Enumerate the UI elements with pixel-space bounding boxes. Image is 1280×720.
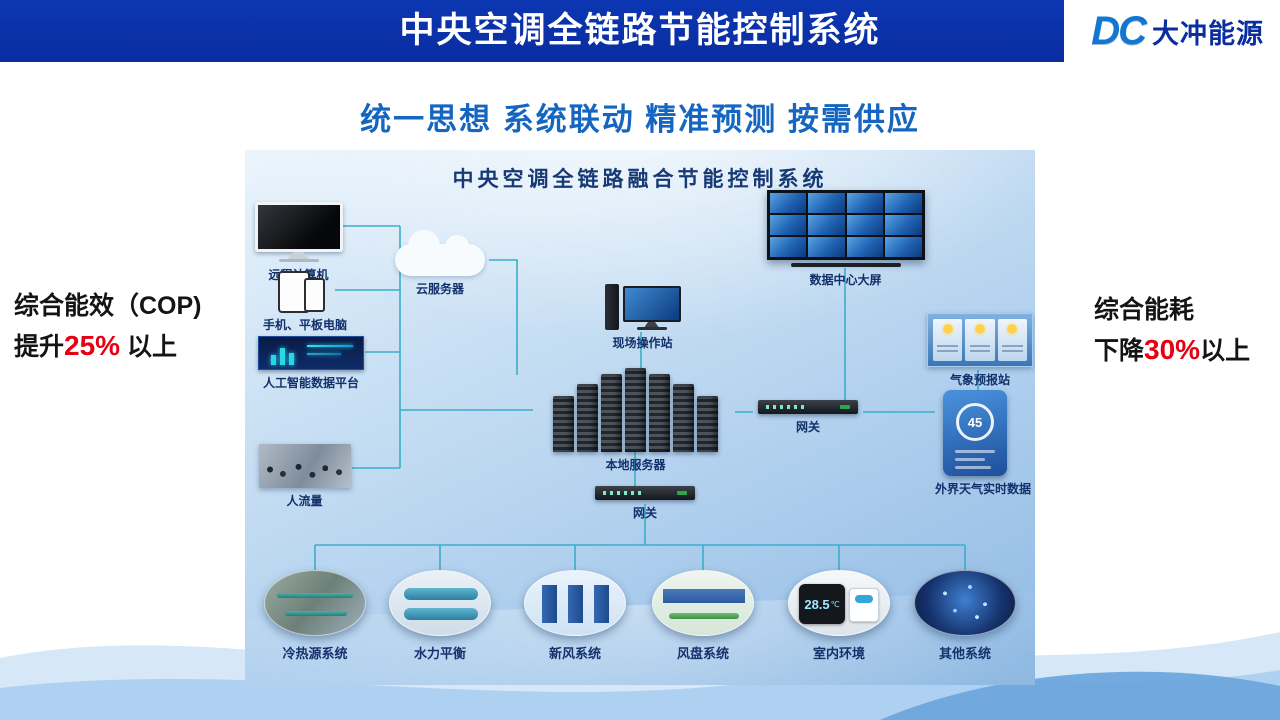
subsystem-label: 室内环境 xyxy=(812,646,865,661)
node-label: 人工智能数据平台 xyxy=(262,376,359,390)
indoor-temp-value: 28.5 xyxy=(804,596,830,612)
node-people-flow: 人流量 xyxy=(257,444,352,509)
node-label: 外界天气实时数据 xyxy=(935,482,1032,496)
server-cluster-icon xyxy=(533,368,738,452)
pc-tower-icon xyxy=(604,284,619,330)
node-cloud-server: 云服务器 xyxy=(390,230,490,297)
node-label: 本地服务器 xyxy=(605,458,666,472)
hydraulic-balance-icon xyxy=(389,570,491,636)
node-label: 气象预报站 xyxy=(949,373,1010,387)
subsystem-label: 水力平衡 xyxy=(413,646,466,661)
subsystem-label: 冷热源系统 xyxy=(282,646,348,661)
subsystem-label: 其他系统 xyxy=(938,646,991,661)
cloud-icon xyxy=(395,230,485,276)
page-title: 中央空调全链路节能控制系统 xyxy=(399,11,881,50)
node-label: 人流量 xyxy=(286,494,323,508)
stat-energy-title: 综合能耗 xyxy=(1094,296,1195,324)
gateway-icon xyxy=(758,400,858,414)
node-field-station: 现场操作站 xyxy=(595,278,690,351)
stat-energy-value: 30% xyxy=(1144,334,1201,365)
weather-app-icon: 45 xyxy=(943,390,1007,476)
node-label: 现场操作站 xyxy=(612,336,673,350)
subsystem-fresh-air: 新风系统 xyxy=(524,570,626,662)
stat-cop: 综合能效（COP) 提升25% 以上 xyxy=(14,286,202,367)
video-wall-icon xyxy=(766,190,925,260)
subsystem-label: 新风系统 xyxy=(548,646,601,661)
stat-energy: 综合能耗 下降30%以上 xyxy=(1094,290,1250,371)
stat-cop-title: 综合能效（COP) xyxy=(14,292,202,320)
display-panel-icon xyxy=(849,588,879,622)
monitor-base-icon xyxy=(278,259,319,262)
heat-source-icon xyxy=(264,570,366,636)
thermostat-icon: 28.5 ℃ xyxy=(788,570,890,636)
video-wall-base-icon xyxy=(790,263,901,267)
workstation-icon xyxy=(595,278,690,330)
stat-cop-value: 25% xyxy=(64,330,121,361)
logo-company-name: 大冲能源 xyxy=(1152,18,1264,49)
subsystem-other: 其他系统 xyxy=(914,570,1016,662)
fresh-air-icon xyxy=(524,570,626,636)
architecture-diagram: 中央空调全链路融合节能控制系统 远程计算机 手机、平板电脑 云服务器 现场操作站 xyxy=(245,150,1035,685)
phone-icon xyxy=(303,278,325,312)
weather-gauge: 45 xyxy=(956,403,994,441)
node-datacenter-screen: 数据中心大屏 xyxy=(763,190,928,288)
header-bar xyxy=(0,0,1064,62)
node-label: 网关 xyxy=(795,420,820,434)
stat-energy-value-line: 下降30%以上 xyxy=(1094,334,1251,365)
node-gateway-right: 网关 xyxy=(753,400,863,435)
subsystem-indoor-env: 28.5 ℃ 室内环境 xyxy=(788,570,890,662)
monitor-stand-icon xyxy=(287,252,310,259)
logo-dc-icon: DC xyxy=(1091,8,1147,53)
node-ai-platform: 人工智能数据平台 xyxy=(257,336,365,391)
connector-lines xyxy=(314,225,979,570)
indoor-temp-unit: ℃ xyxy=(830,599,840,609)
diagram-title: 中央空调全链路融合节能控制系统 xyxy=(452,168,828,191)
node-gateway-bottom: 网关 xyxy=(590,486,700,521)
mobile-tablet-icon xyxy=(272,270,330,313)
network-globe-icon xyxy=(914,570,1016,636)
subsystem-heat-source: 冷热源系统 xyxy=(264,570,366,662)
slide-subtitle: 统一思想 系统联动 精准预测 按需供应 xyxy=(360,102,920,137)
weather-station-icon xyxy=(927,313,1033,367)
ai-dashboard-icon xyxy=(258,336,364,370)
fan-coil-icon xyxy=(652,570,754,636)
subsystem-hydraulic-balance: 水力平衡 xyxy=(389,570,491,662)
node-weather-data: 45 外界天气实时数据 xyxy=(935,390,1032,497)
node-label: 手机、平板电脑 xyxy=(263,318,348,332)
company-logo: DC 大冲能源 xyxy=(1091,0,1264,62)
stat-cop-value-line: 提升25% 以上 xyxy=(14,330,178,361)
node-mobile-devices: 手机、平板电脑 xyxy=(263,270,348,333)
pc-monitor-icon xyxy=(622,286,681,330)
node-weather-station: 气象预报站 xyxy=(925,313,1035,388)
crowd-image-icon xyxy=(258,444,351,488)
node-local-server: 本地服务器 xyxy=(533,368,738,473)
subsystem-label: 风盘系统 xyxy=(676,646,729,661)
subsystem-fan-coil: 风盘系统 xyxy=(652,570,754,662)
node-label: 网关 xyxy=(632,506,657,520)
gateway-icon xyxy=(595,486,695,500)
monitor-icon xyxy=(254,202,343,252)
node-label: 数据中心大屏 xyxy=(809,273,882,287)
node-label: 云服务器 xyxy=(415,282,464,296)
node-remote-pc: 远程计算机 xyxy=(251,202,346,283)
